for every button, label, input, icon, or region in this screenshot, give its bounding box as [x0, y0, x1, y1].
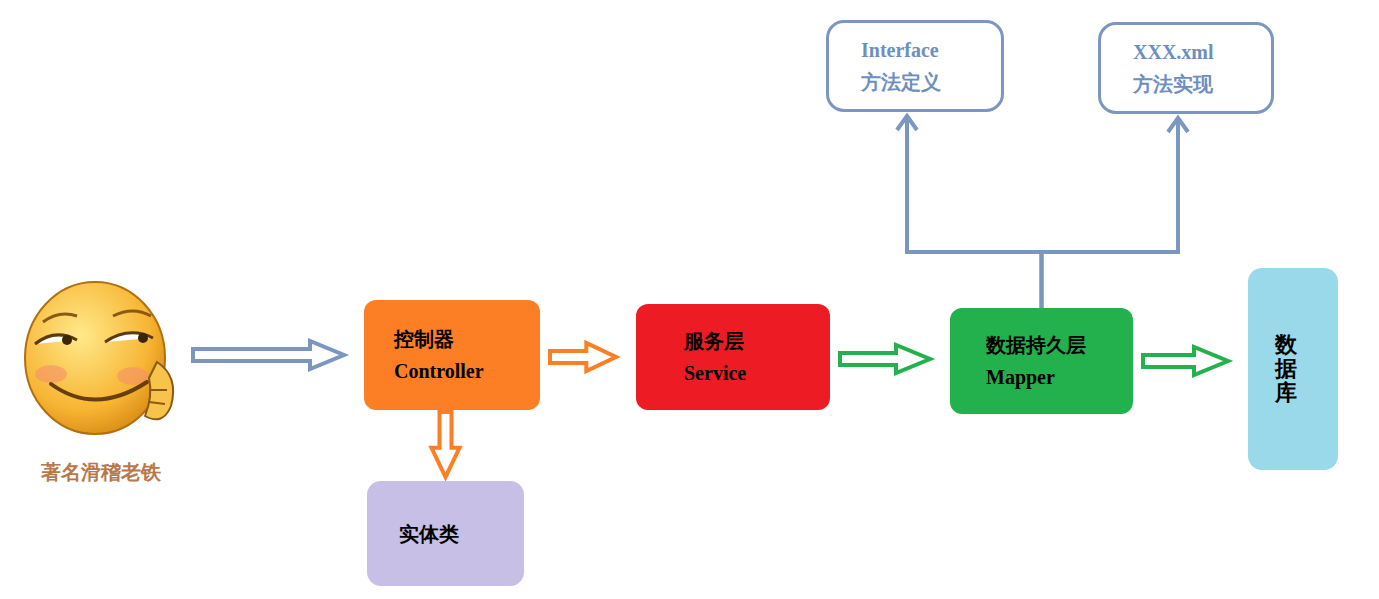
box-subtitle: Service: [684, 357, 746, 389]
flow-arrow: [550, 343, 616, 371]
box-title: 实体类: [399, 518, 459, 550]
interface-box: Interface方法定义: [826, 20, 1004, 112]
box-subtitle: 方法实现: [1133, 68, 1213, 100]
flow-arrow: [193, 341, 344, 369]
box-title: XXX.xml: [1133, 36, 1214, 68]
person-icon: 著名滑稽老铁: [15, 262, 187, 494]
person-caption: 著名滑稽老铁: [41, 456, 161, 488]
box-subtitle: Mapper: [986, 361, 1055, 393]
box-title: 数据持久层: [986, 329, 1086, 361]
box-title: 服务层: [684, 325, 744, 357]
mapper-box: 数据持久层Mapper: [950, 308, 1133, 414]
controller-box: 控制器Controller: [364, 300, 540, 410]
database-box: 数据库: [1248, 268, 1338, 470]
box-subtitle: Controller: [394, 355, 484, 387]
box-title: 数据库: [1275, 333, 1297, 406]
service-box: 服务层Service: [636, 304, 830, 410]
flow-arrow: [1143, 347, 1228, 375]
flow-arrow: [897, 116, 1042, 308]
box-title: Interface: [861, 34, 939, 66]
flow-arrow: [432, 412, 460, 477]
xml-box: XXX.xml方法实现: [1098, 22, 1274, 114]
entity-box: 实体类: [367, 481, 524, 586]
flow-arrow: [1042, 118, 1189, 308]
flow-arrow: [840, 345, 930, 373]
smiley-illustration: [21, 266, 181, 446]
box-title: 控制器: [394, 323, 454, 355]
box-subtitle: 方法定义: [861, 66, 941, 98]
